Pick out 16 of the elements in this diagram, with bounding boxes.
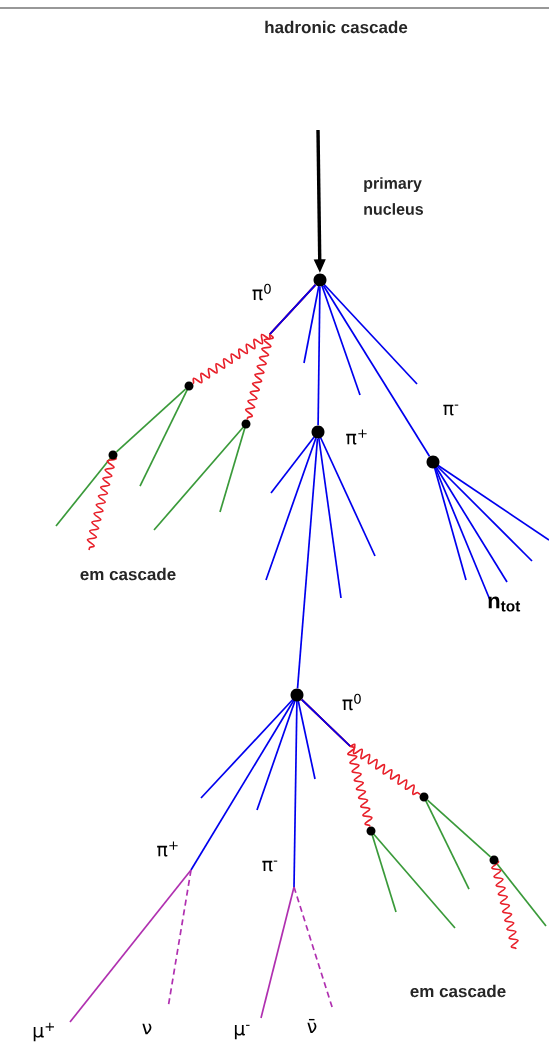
particle-track <box>322 284 431 458</box>
particle-track <box>296 437 319 690</box>
particle-label: ν <box>142 1023 152 1035</box>
particle-label: π$^{-}$ <box>262 860 278 872</box>
particle-track <box>115 388 187 453</box>
caption-label: primary nucleus <box>364 177 423 215</box>
particle-track <box>426 799 492 858</box>
caption-label: em cascade <box>80 567 176 581</box>
caption-label: em cascade <box>410 984 506 998</box>
particle-label: μ$^{+}$ <box>33 1022 54 1042</box>
particle-track <box>317 285 321 427</box>
particle-label: π$^{+}$ <box>157 841 178 857</box>
particle-label: n$_{tot}$ <box>488 596 521 612</box>
particle-label: μ$^{-}$ <box>234 1024 250 1040</box>
particle-label: ν̄ <box>307 1018 317 1034</box>
caption-label: hadronic cascade <box>265 20 408 34</box>
